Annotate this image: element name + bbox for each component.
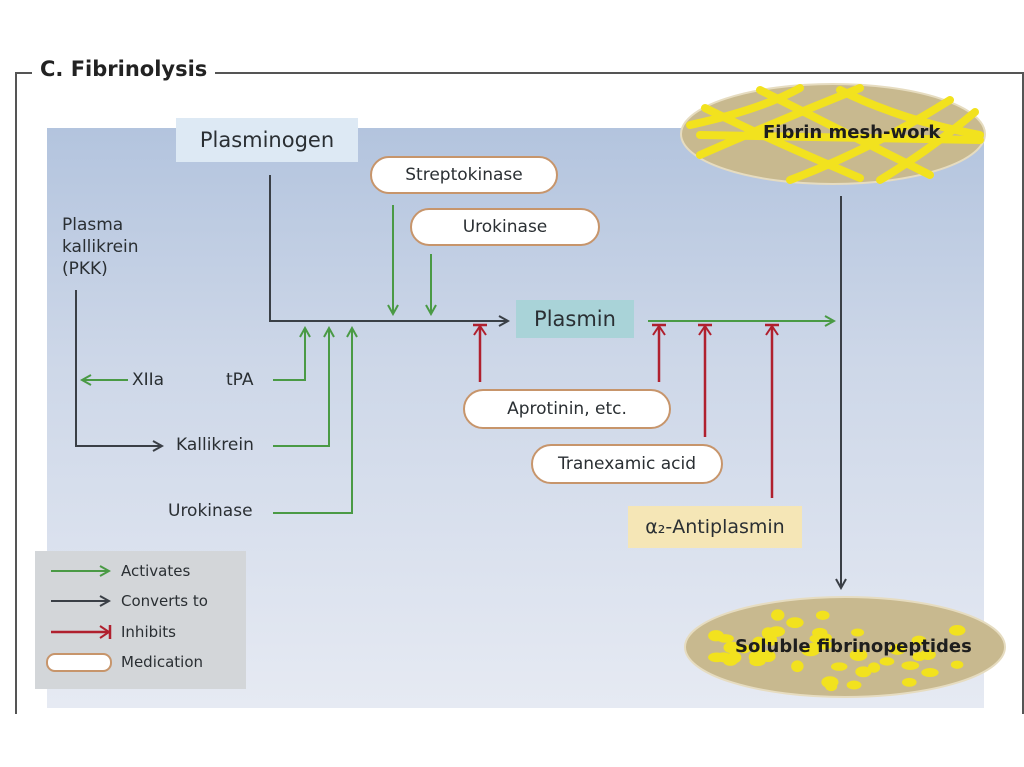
fibrinopeptide-dot [801, 645, 820, 657]
fibrinopeptide-dot [708, 630, 724, 642]
fibrinopeptide-dot [761, 627, 775, 640]
legend-medication-label: Medication [121, 653, 204, 671]
legend-symbols [46, 551, 112, 672]
converts-arrow-pkk-to-kallikrein [75, 290, 162, 446]
fibrinopeptide-dot [851, 628, 865, 637]
legend-activates-label: Activates [121, 562, 191, 580]
pkk-line-3: (PKK) [62, 259, 108, 279]
fibrinopeptide-dot [921, 667, 939, 678]
soluble-fibrinopeptides-ellipse [684, 596, 1006, 698]
fibrinopeptide-dot [749, 657, 766, 667]
legend-inhibits-label: Inhibits [121, 623, 176, 641]
urokinase-medication: Urokinase [410, 208, 600, 246]
activates-arrow-kallikrein [273, 328, 329, 447]
fibrinopeptide-dot [851, 649, 865, 658]
soluble-fibrinopeptides-label: Soluble fibrinopeptides [735, 636, 972, 657]
pkk-line-1: Plasma [62, 215, 124, 235]
activates-arrow-tpa [273, 328, 305, 381]
fibrinopeptide-dot [727, 651, 742, 664]
pkk-line-2: kallikrein [62, 237, 139, 257]
figure-frame [15, 72, 1024, 714]
fibrinopeptide-dot [912, 651, 926, 662]
fibrinopeptide-dot [786, 617, 804, 629]
fibrinopeptide-dot [752, 636, 766, 649]
fibrinopeptide-dot [815, 610, 830, 621]
fibrin-meshwork-ellipse [680, 83, 986, 185]
fibrinopeptide-dot [818, 640, 833, 650]
plasma-kallikrein-label: Plasma kallikrein (PKK) [62, 214, 139, 280]
fibrinopeptide-dot [879, 657, 895, 666]
fibrinopeptide-dot [723, 641, 741, 654]
fibrinopeptide-dot [846, 680, 862, 690]
xiia-label: XIIa [132, 370, 165, 390]
activates-arrow-urokinase [273, 328, 352, 514]
urokinase-label: Urokinase [168, 501, 253, 521]
fibrinopeptide-dot [950, 660, 964, 669]
fibrinopeptide-dot [830, 662, 848, 671]
fibrin-meshwork-label: Fibrin mesh-work [763, 122, 941, 143]
legend-converts-label: Converts to [121, 592, 208, 610]
kallikrein-label: Kallikrein [176, 435, 254, 455]
alpha2-antiplasmin-node: α₂-Antiplasmin [628, 506, 802, 548]
fibrinopeptide-dot [867, 662, 881, 673]
tranexamic-acid-medication: Tranexamic acid [531, 444, 723, 484]
legend-medication-icon [46, 653, 112, 672]
fibrinopeptide-dot [901, 661, 920, 670]
fibrinopeptide-dot [889, 644, 906, 655]
streptokinase-medication: Streptokinase [370, 156, 558, 194]
fibrinopeptide-dot [737, 644, 751, 654]
fibrinopeptide-dot [791, 660, 804, 673]
fibrinopeptide-dot [901, 677, 917, 687]
fibrinopeptide-dot [948, 625, 966, 636]
plasmin-node: Plasmin [516, 300, 634, 338]
fibrinopeptide-dot [825, 681, 838, 692]
fibrinopeptide-dot [809, 634, 824, 643]
fibrinopeptide-dot [911, 635, 927, 646]
tpa-label: tPA [226, 370, 254, 390]
fibrinopeptide-dot [771, 609, 785, 621]
figure-title: C. Fibrinolysis [32, 57, 216, 81]
aprotinin-medication: Aprotinin, etc. [463, 389, 671, 429]
legend: Activates Converts to Inhibits Medicatio… [35, 551, 246, 689]
fibrinopeptide-dot [708, 652, 726, 663]
converts-arrow-plasminogen-to-plasmin [269, 175, 508, 321]
fibrinopeptide-dot [760, 650, 776, 663]
fibrinopeptide-dot [855, 666, 872, 678]
plasminogen-node: Plasminogen [176, 118, 358, 162]
